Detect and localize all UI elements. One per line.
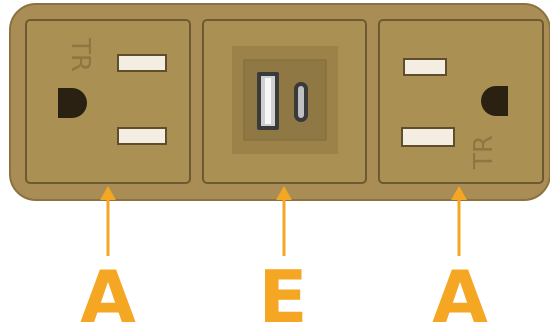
right-ground-hole [481,86,508,116]
callout-label-left: A [80,255,136,326]
right-module-face [378,19,544,184]
right-tr-emboss-icon: TR [469,135,499,170]
left-outlet-module: TR [25,19,191,184]
callout-arrow-left [100,186,116,256]
left-module-face [25,19,191,184]
usb-module [202,19,367,184]
left-tr-emboss-icon: TR [65,37,95,72]
left-neutral-slot [117,127,167,145]
usb-a-port-icon [257,72,279,130]
left-hot-slot [117,54,167,72]
right-neutral-slot [401,127,455,147]
usb-recess-inner [243,59,327,141]
usb-c-port-icon [294,82,308,122]
callout-label-right: A [432,255,488,326]
left-ground-hole [58,88,87,118]
right-hot-slot [403,58,447,76]
right-outlet-module: TR [378,19,544,184]
callout-arrow-center [276,186,292,256]
callout-arrow-right [451,186,467,256]
callout-label-center: E [258,255,307,326]
